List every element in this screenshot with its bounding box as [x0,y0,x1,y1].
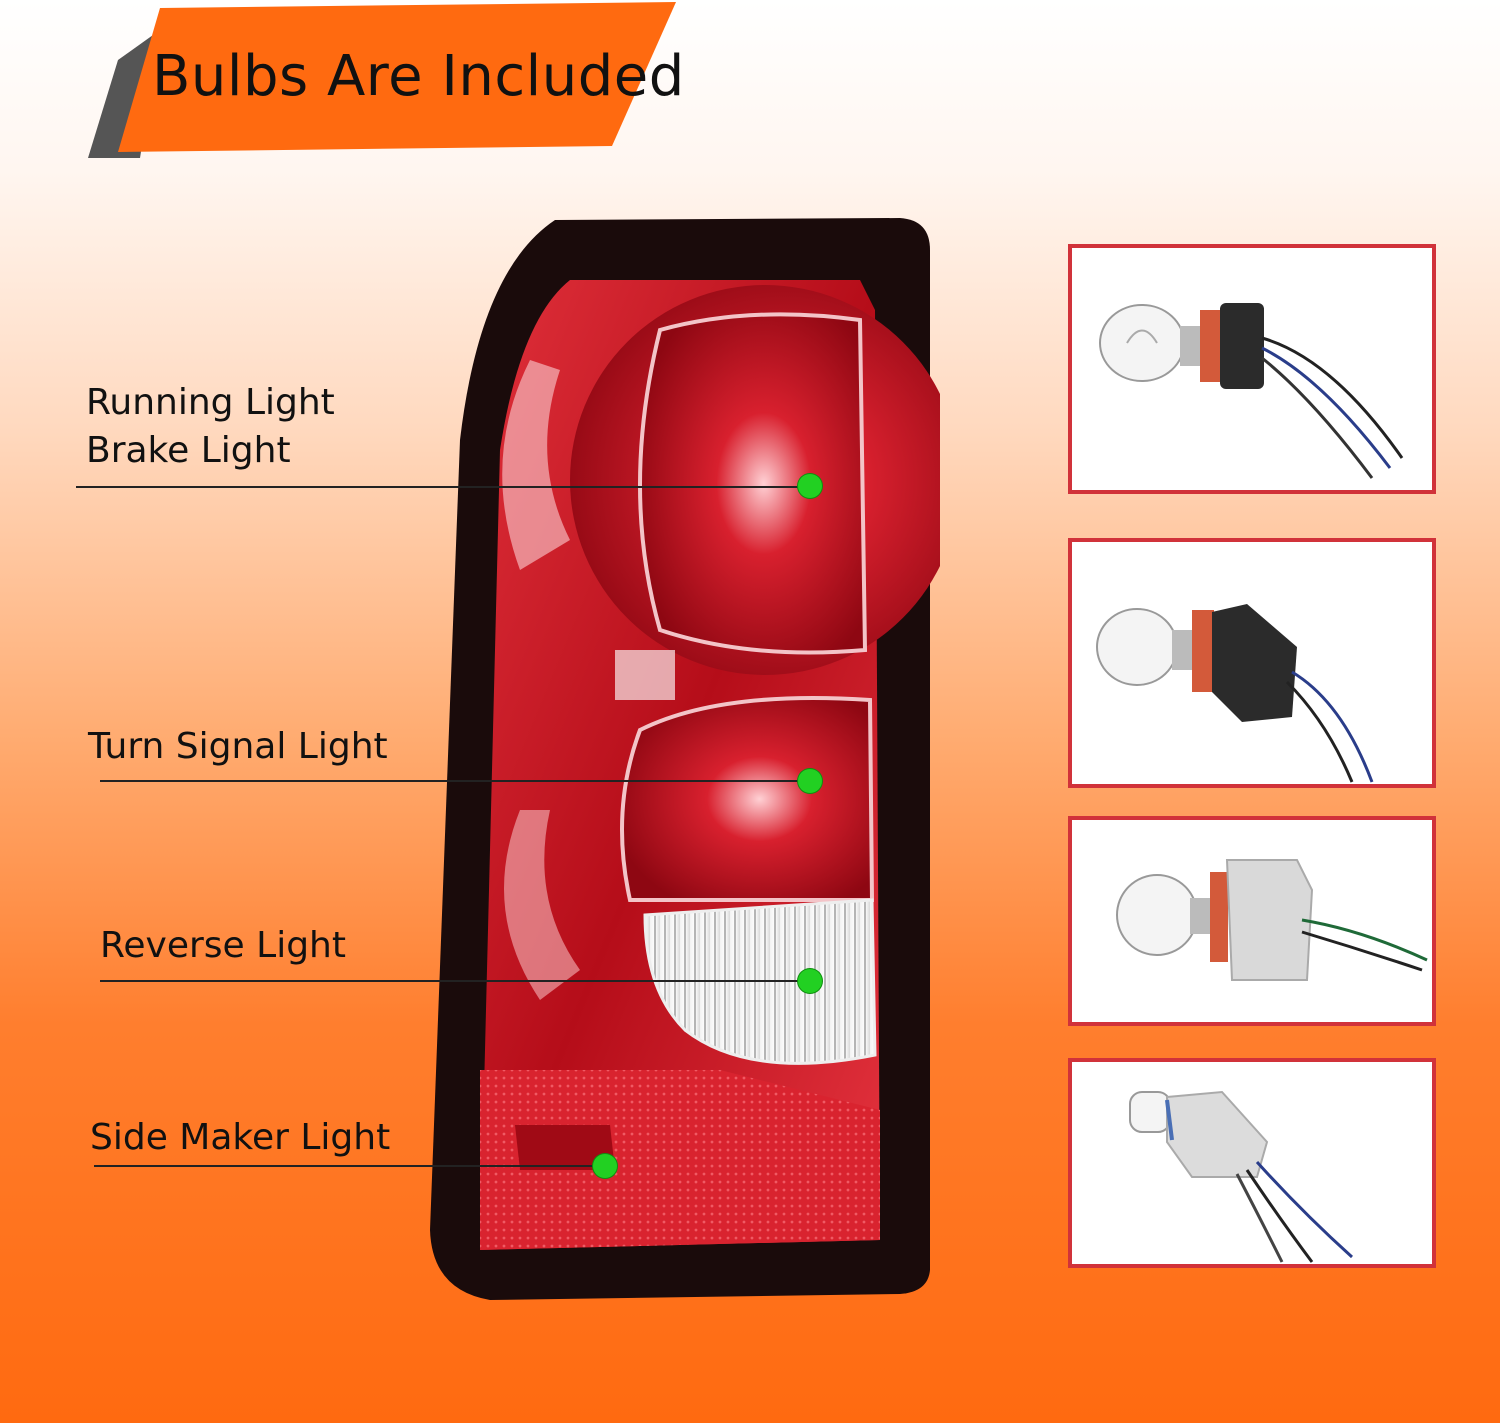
reverse-leader-line [100,980,800,982]
side-marker-indicator-dot [593,1154,617,1178]
reverse-light-label: Reverse Light [100,925,346,966]
side-marker-light-label: Side Maker Light [90,1117,391,1158]
tail-light-image [430,218,940,1300]
side-marker-leader-line [94,1165,594,1167]
turn-signal-light-label: Turn Signal Light [88,726,388,767]
bulb-socket-icon [1099,303,1404,479]
reverse-indicator-dot [798,969,822,993]
running-brake-indicator-dot [798,474,822,498]
banner-title: Bulbs Are Included [152,44,685,109]
wedge-bulb-socket-icon [1129,1090,1354,1263]
running-light-label: Running Light [86,382,335,423]
title-banner: Bulbs Are Included [0,0,700,170]
turn-signal-leader-line [100,780,800,782]
banner-shape [88,2,676,158]
bulb-panel-running-brake [1068,244,1436,494]
bulb-socket-icon [1096,604,1374,783]
bulb-panel-side-marker [1068,1058,1436,1268]
brake-light-label: Brake Light [86,430,291,471]
bulb-panel-turn-signal [1068,538,1436,788]
bulb-panel-reverse [1068,816,1436,1026]
bulb-socket-icon [1116,859,1428,981]
running-brake-leader-line [76,486,806,488]
turn-signal-indicator-dot [798,769,822,793]
